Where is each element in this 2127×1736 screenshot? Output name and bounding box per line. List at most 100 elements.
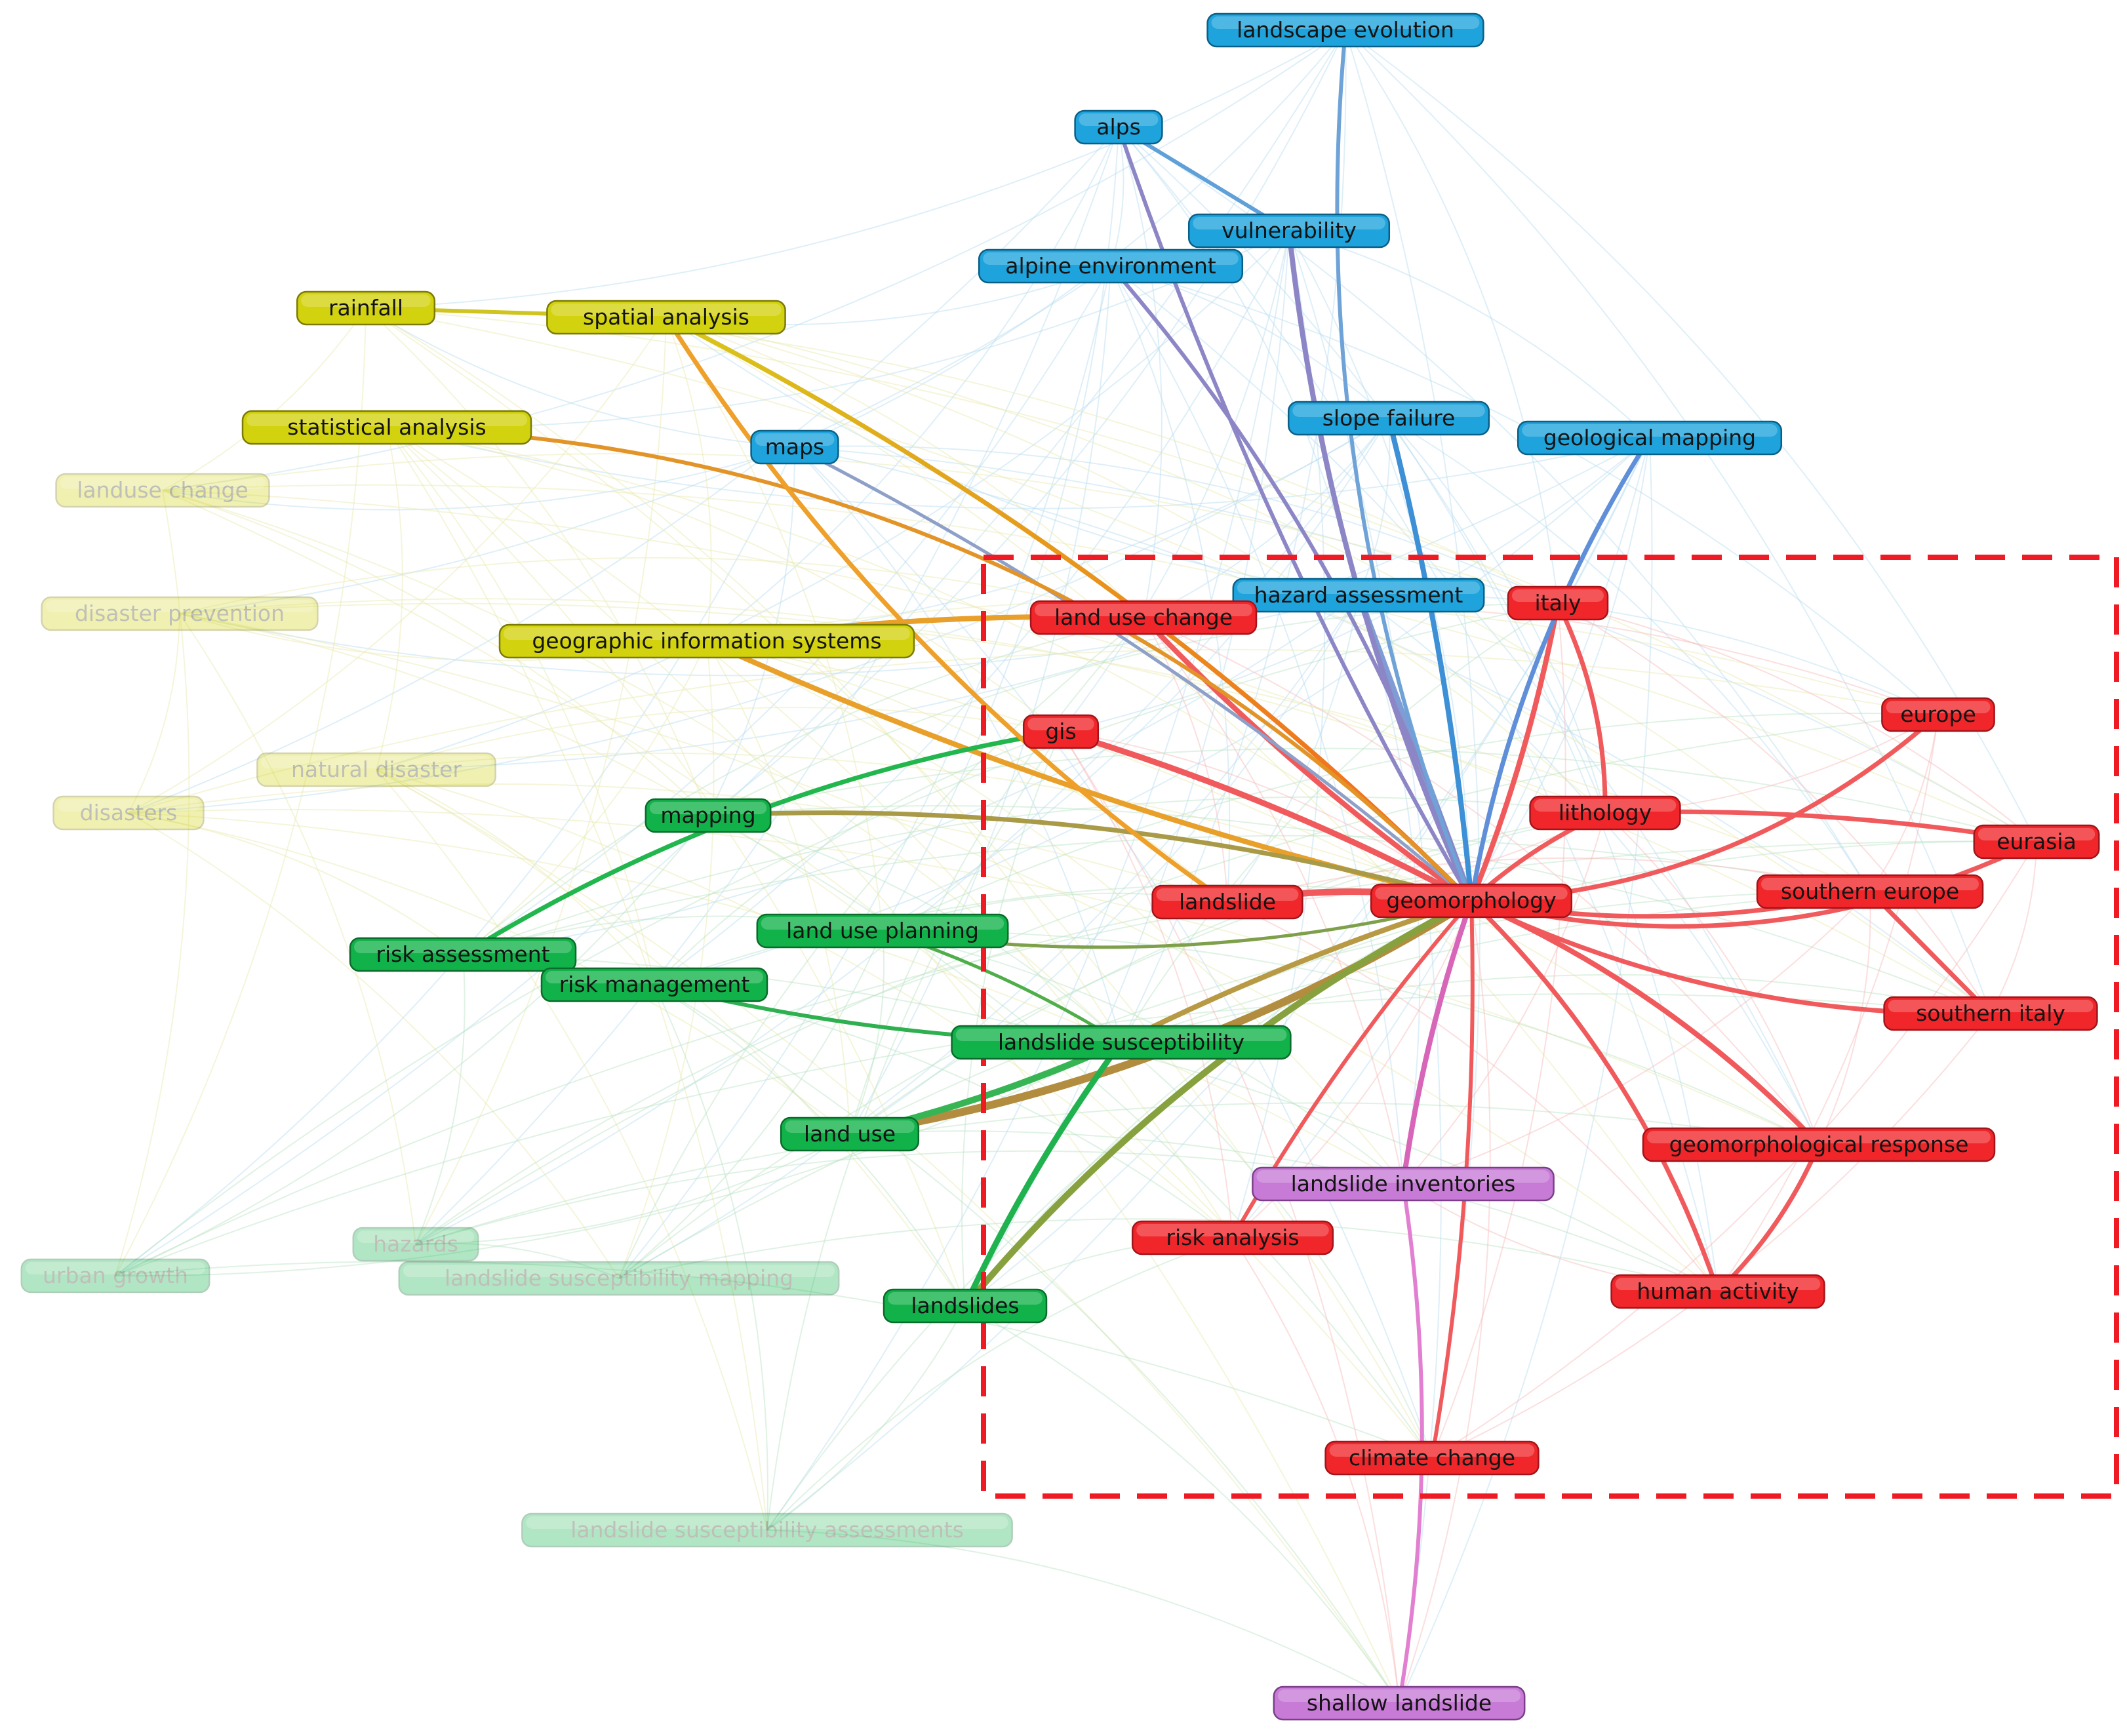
- node-hazard-assessment[interactable]: hazard assessment: [1232, 578, 1485, 613]
- background-edge: [376, 230, 1290, 770]
- node-gloss: [261, 756, 492, 768]
- background-edge: [376, 769, 966, 1307]
- node-gloss: [357, 1231, 475, 1243]
- node-label: mapping: [660, 802, 755, 828]
- node-alpine-environment[interactable]: alpine environment: [978, 248, 1244, 284]
- background-edge: [415, 714, 1939, 1245]
- background-edge: [179, 613, 416, 1245]
- node-label: lithology: [1559, 800, 1652, 825]
- node-urban-growth[interactable]: urban growth: [20, 1258, 210, 1293]
- node-gloss: [1136, 1224, 1329, 1236]
- node-label: eurasia: [1997, 829, 2077, 854]
- node-climate-change[interactable]: climate change: [1324, 1440, 1540, 1476]
- background-edge: [376, 769, 655, 985]
- node-gloss: [1888, 1000, 2094, 1012]
- node-label: europe: [1900, 701, 1976, 727]
- node-land-use-change[interactable]: land use change: [1029, 600, 1258, 635]
- node-label: geomorphology: [1386, 888, 1556, 913]
- node-gloss: [1534, 799, 1677, 812]
- background-edge: [179, 266, 1111, 614]
- background-edge: [162, 484, 2037, 842]
- node-natural-disaster[interactable]: natural disaster: [256, 752, 496, 787]
- background-edge: [415, 954, 466, 1245]
- node-land-use[interactable]: land use: [780, 1116, 920, 1152]
- node-landscape-evolution[interactable]: landscape evolution: [1206, 12, 1484, 48]
- node-gloss: [1035, 604, 1252, 616]
- node-geomorphological-response[interactable]: geomorphological response: [1642, 1127, 1996, 1162]
- node-gloss: [1761, 878, 1979, 890]
- node-rainfall[interactable]: rainfall: [296, 290, 436, 326]
- node-risk-management[interactable]: risk management: [540, 967, 768, 1002]
- node-landslide-susceptibility-assessments[interactable]: landslide susceptibility assessments: [521, 1512, 1013, 1548]
- node-landslide-susceptibility[interactable]: landslide susceptibility: [951, 1025, 1292, 1060]
- node-pill: [521, 1512, 1013, 1548]
- node-human-activity[interactable]: human activity: [1610, 1274, 1825, 1309]
- node-pill: [645, 798, 772, 833]
- node-disasters[interactable]: disasters: [52, 795, 205, 831]
- node-alps[interactable]: alps: [1074, 109, 1163, 145]
- background-edge: [1118, 127, 1163, 618]
- node-label: land use: [804, 1121, 896, 1147]
- background-edge: [462, 266, 1111, 955]
- node-landslides[interactable]: landslides: [883, 1288, 1048, 1324]
- node-gis[interactable]: gis: [1022, 714, 1100, 749]
- background-edge: [666, 317, 1359, 596]
- node-hazards[interactable]: hazards: [352, 1227, 479, 1262]
- node-vulnerability[interactable]: vulnerability: [1187, 213, 1391, 248]
- background-edge: [1345, 30, 1481, 1459]
- node-label: landslides: [911, 1293, 1019, 1318]
- node-gloss: [60, 477, 266, 489]
- node-land-use-planning[interactable]: land use planning: [756, 913, 1009, 949]
- background-edge: [365, 30, 1346, 309]
- node-risk-assessment[interactable]: risk assessment: [349, 937, 577, 972]
- node-gloss: [1615, 1278, 1821, 1290]
- node-pill: [1273, 1686, 1526, 1721]
- node-geographic-information-systems[interactable]: geographic information systems: [498, 623, 915, 659]
- node-risk-analysis[interactable]: risk analysis: [1131, 1220, 1334, 1255]
- node-pill: [780, 1116, 920, 1152]
- edge-geomorphology-vulnerability: [1286, 228, 1474, 903]
- node-label: geographic information systems: [532, 628, 881, 654]
- node-landslide[interactable]: landslide: [1151, 884, 1303, 920]
- node-maps[interactable]: maps: [750, 429, 839, 465]
- node-shallow-landslide[interactable]: shallow landslide: [1273, 1686, 1526, 1721]
- node-gloss: [1079, 113, 1159, 126]
- node-mapping[interactable]: mapping: [645, 798, 772, 833]
- node-geomorphology[interactable]: geomorphology: [1370, 883, 1573, 918]
- background-edge: [766, 1237, 1233, 1531]
- background-edge: [654, 984, 768, 1531]
- node-spatial-analysis[interactable]: spatial analysis: [546, 300, 786, 335]
- background-edge: [1118, 127, 1719, 1292]
- edge-italy-lithology: [1555, 601, 1608, 816]
- background-edge: [462, 595, 1359, 955]
- background-edge: [794, 445, 1559, 604]
- node-slope-failure[interactable]: slope failure: [1287, 401, 1490, 436]
- node-label: vulnerability: [1222, 218, 1357, 243]
- background-edge: [794, 446, 2037, 842]
- background-edge: [1990, 841, 2037, 1014]
- background-edge: [365, 307, 1991, 1014]
- node-eurasia[interactable]: eurasia: [1973, 824, 2100, 859]
- node-pill: [951, 1025, 1292, 1060]
- node-geological-mapping[interactable]: geological mapping: [1517, 420, 1783, 456]
- node-gloss: [526, 1516, 1008, 1529]
- node-landslide-susceptibility-mapping[interactable]: landslide susceptibility mapping: [398, 1261, 840, 1296]
- node-italy[interactable]: italy: [1507, 585, 1609, 621]
- node-lithology[interactable]: lithology: [1529, 795, 1681, 831]
- node-southern-europe[interactable]: southern europe: [1756, 874, 1984, 909]
- node-disaster-prevention[interactable]: disaster prevention: [41, 596, 319, 631]
- node-southern-italy[interactable]: southern italy: [1883, 996, 2098, 1031]
- node-landuse-change[interactable]: landuse change: [55, 473, 270, 508]
- node-statistical-analysis[interactable]: statistical analysis: [241, 410, 532, 445]
- node-pill: [1370, 883, 1573, 918]
- background-edge: [115, 815, 709, 1276]
- node-europe[interactable]: europe: [1881, 697, 1995, 732]
- node-pill: [1610, 1274, 1825, 1309]
- background-edge: [1143, 617, 1404, 1185]
- background-edge: [365, 307, 795, 448]
- node-pill: [498, 623, 915, 659]
- background-edge: [1399, 437, 1653, 1704]
- node-landslide-inventories[interactable]: landslide inventories: [1252, 1166, 1555, 1202]
- node-gloss: [1193, 217, 1385, 229]
- node-gloss: [983, 252, 1239, 265]
